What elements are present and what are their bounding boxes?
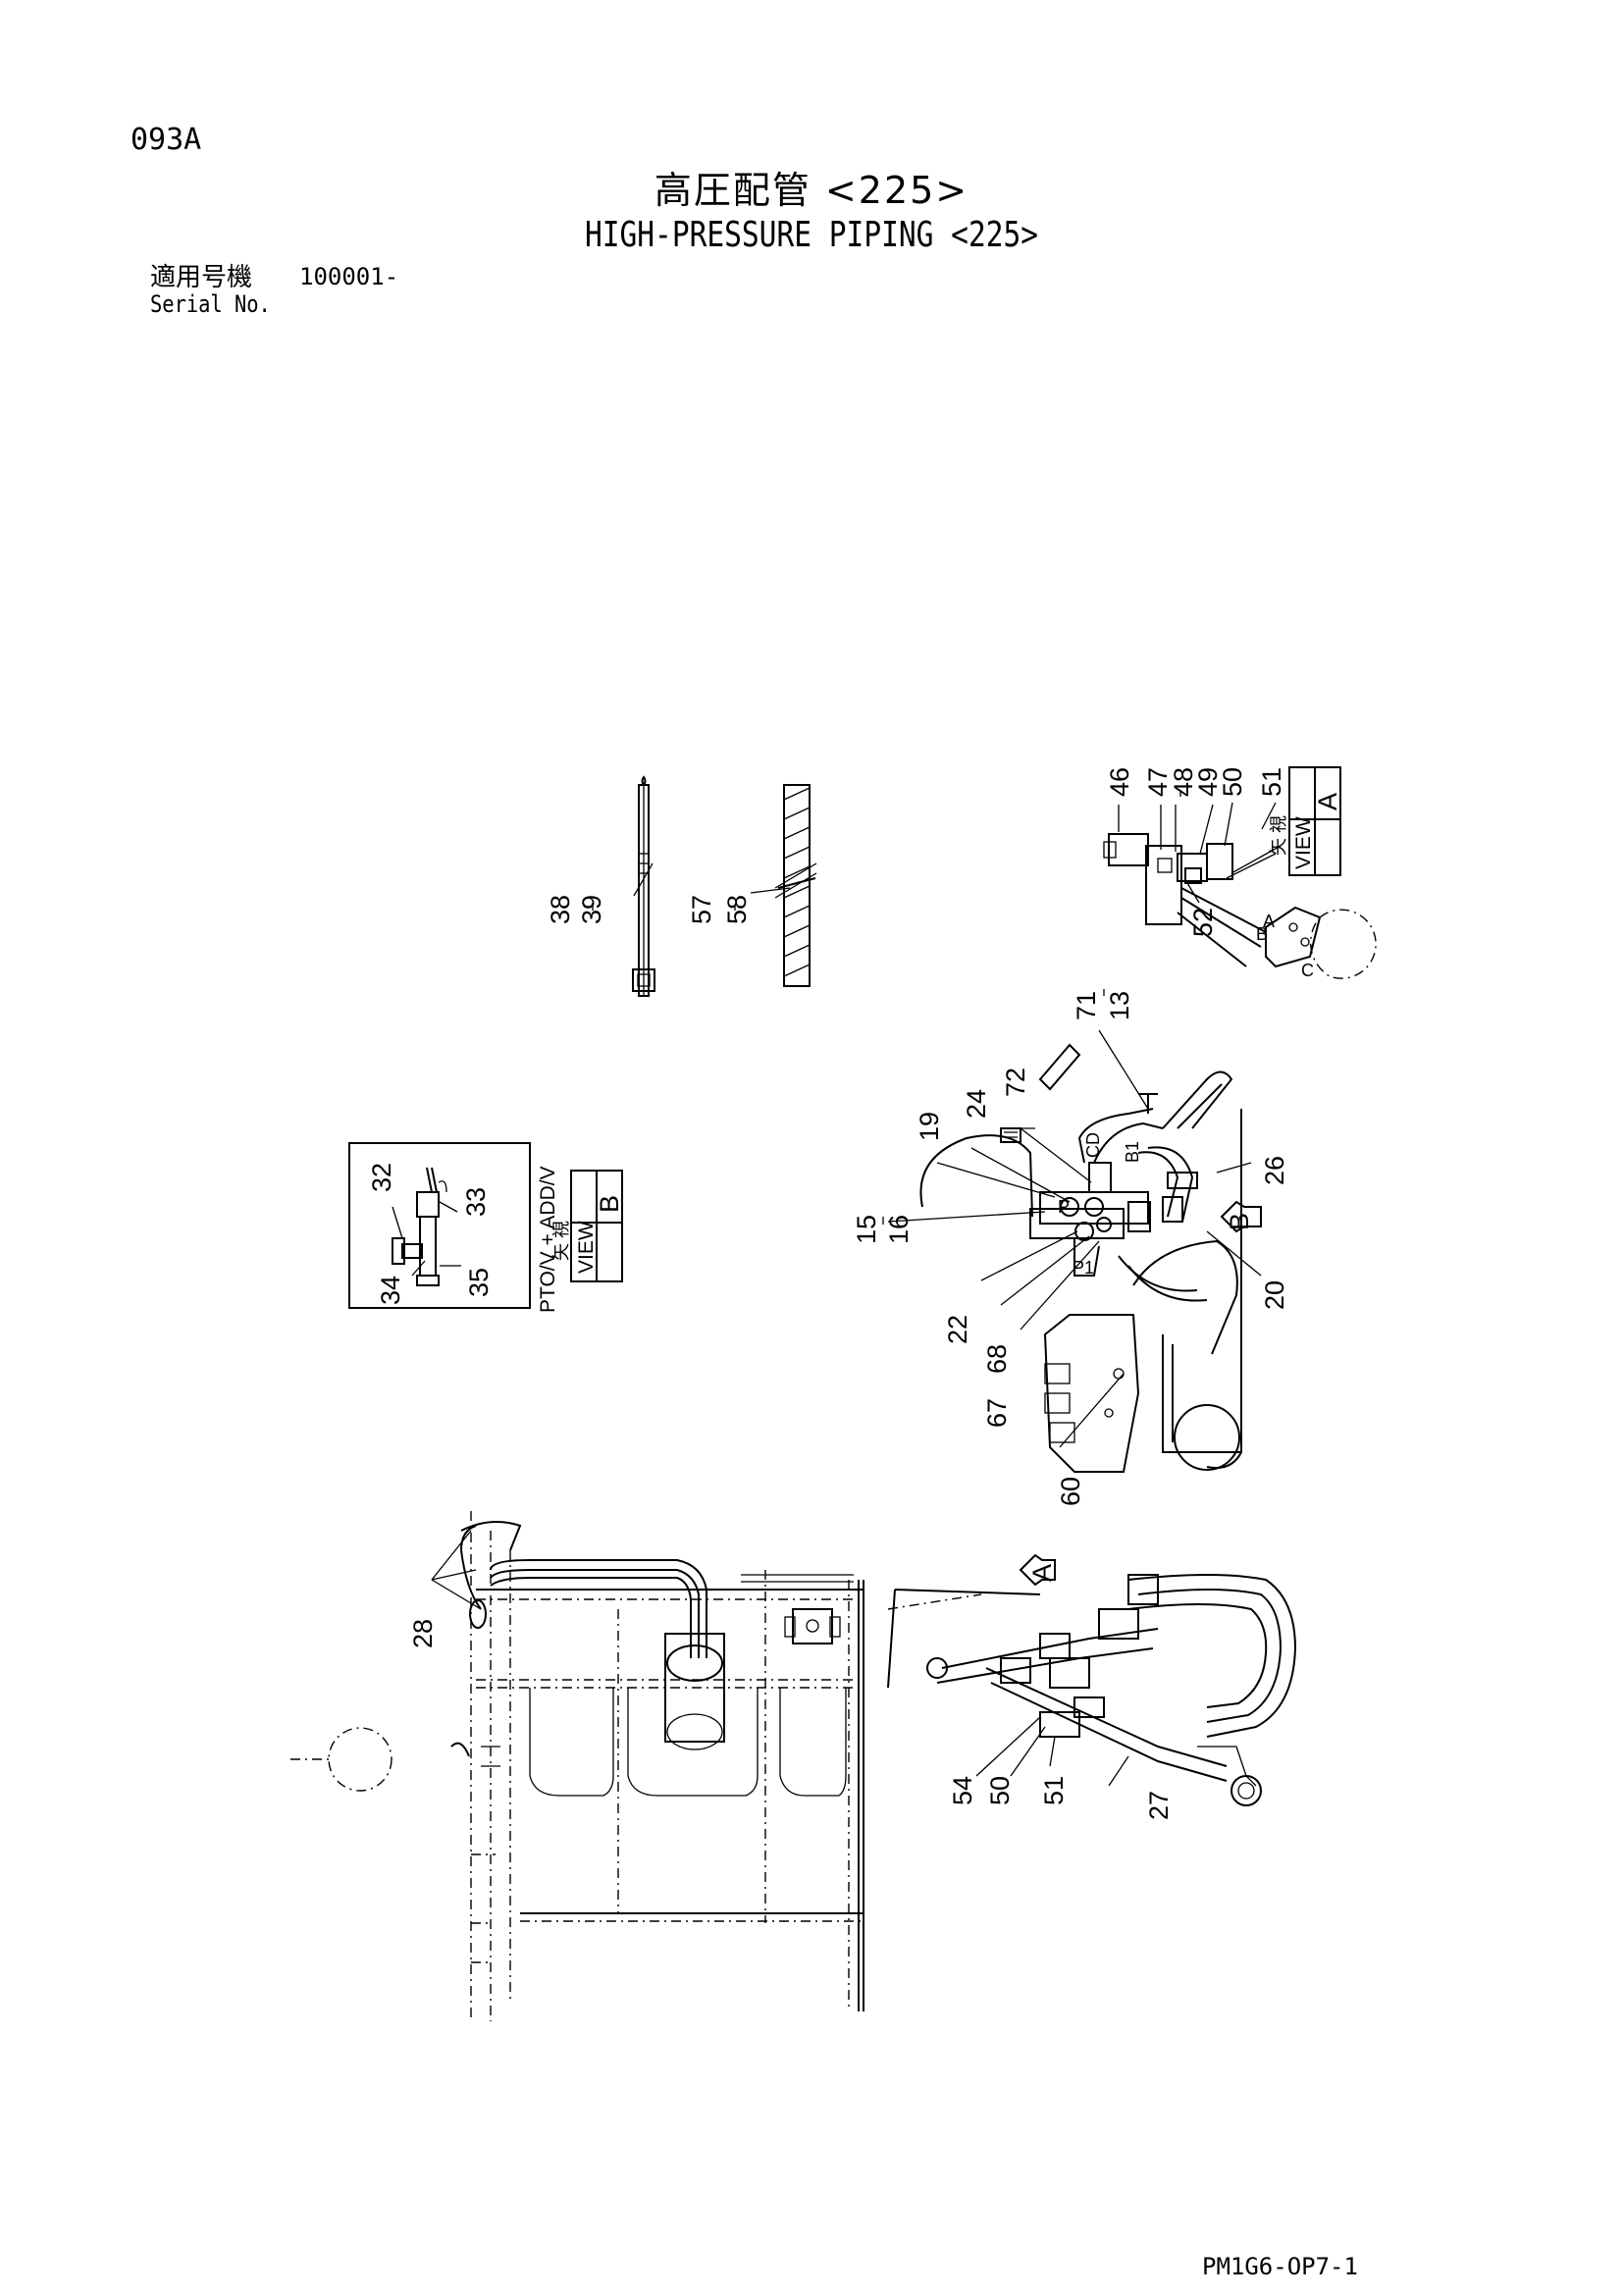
callout-47: 47	[1143, 767, 1173, 797]
leader-lines	[633, 862, 654, 897]
callout-33: 33	[461, 1187, 491, 1217]
cable-tie-part	[632, 775, 655, 997]
callout-34: 34	[376, 1276, 405, 1305]
callout-50: 50	[1218, 767, 1247, 797]
port-label-b1: B1	[1123, 1141, 1142, 1163]
callout-50-boom: 50	[985, 1776, 1015, 1805]
callout-49: 49	[1193, 767, 1223, 797]
callout-27: 27	[1144, 1791, 1174, 1820]
callout-72: 72	[1001, 1068, 1030, 1097]
callout-60: 60	[1056, 1477, 1085, 1506]
port-label-cd: CD	[1083, 1132, 1103, 1158]
callout-22: 22	[943, 1315, 972, 1344]
callout-15: 15	[852, 1215, 881, 1244]
view-a-label	[1288, 766, 1341, 876]
callout-19: 19	[915, 1112, 944, 1141]
callout-68: 68	[982, 1344, 1012, 1374]
callout-20: 20	[1260, 1280, 1289, 1310]
port-label-p1: P1	[1073, 1258, 1094, 1278]
port-label-a: A	[1263, 912, 1275, 931]
view-a-en: VIEW	[1292, 816, 1315, 869]
callout-24: 24	[962, 1089, 991, 1119]
port-label-p: P	[1058, 1197, 1070, 1217]
boom-hose-view	[887, 1553, 1297, 1806]
port-label-b: B	[1256, 924, 1268, 944]
view-a-detail	[1103, 833, 1377, 979]
view-b-en: VIEW	[575, 1221, 598, 1274]
callout-58: 58	[722, 895, 752, 924]
callout-26: 26	[1260, 1156, 1289, 1185]
leader-lines	[887, 1029, 1262, 1448]
callout-71: 71	[1072, 991, 1101, 1020]
callout-16: 16	[884, 1215, 914, 1244]
view-a-jp: 矢 視	[1269, 815, 1288, 856]
callout-32: 32	[367, 1163, 396, 1192]
page-code: 093A	[131, 123, 202, 157]
serial-label-japanese: 適用号機	[150, 263, 253, 292]
view-b-letter: B	[595, 1195, 624, 1213]
callout-54: 54	[948, 1776, 977, 1805]
view-b-label	[570, 1170, 623, 1282]
machine-top-view	[290, 1511, 864, 2021]
callout-52: 52	[1188, 908, 1218, 937]
view-a-arrow-letter: A	[1027, 1564, 1057, 1582]
callout-38: 38	[546, 895, 575, 924]
spiral-guard-part	[774, 784, 817, 987]
page-title-english: HIGH-PRESSURE PIPING <225>	[584, 215, 1039, 255]
callout-13: 13	[1105, 991, 1134, 1020]
callout-46: 46	[1105, 767, 1134, 797]
view-a-letter: A	[1313, 793, 1342, 810]
page-title-japanese: 高圧配管 <225>	[654, 169, 969, 212]
control-valve-assembly	[919, 1043, 1262, 1473]
callout-67: 67	[982, 1398, 1012, 1428]
serial-number-value: 100001-	[299, 263, 399, 290]
callout-39: 39	[577, 895, 606, 924]
view-b-jp: 矢 視	[551, 1221, 571, 1261]
port-label-c: C	[1301, 961, 1314, 980]
callout-51-boom: 51	[1039, 1776, 1069, 1805]
callout-28: 28	[408, 1619, 438, 1648]
view-b-caption: PTO/V + ADD/V	[537, 1166, 559, 1313]
view-b-arrow-letter: B	[1225, 1213, 1254, 1230]
callout-57: 57	[687, 895, 716, 924]
callout-48: 48	[1169, 767, 1198, 797]
callout-35: 35	[464, 1268, 494, 1297]
view-b-detail	[348, 1142, 531, 1309]
callout-51: 51	[1257, 767, 1286, 797]
document-code: PM1G6-OP7-1	[1202, 2253, 1358, 2280]
serial-label-english: Serial No.	[150, 290, 271, 318]
